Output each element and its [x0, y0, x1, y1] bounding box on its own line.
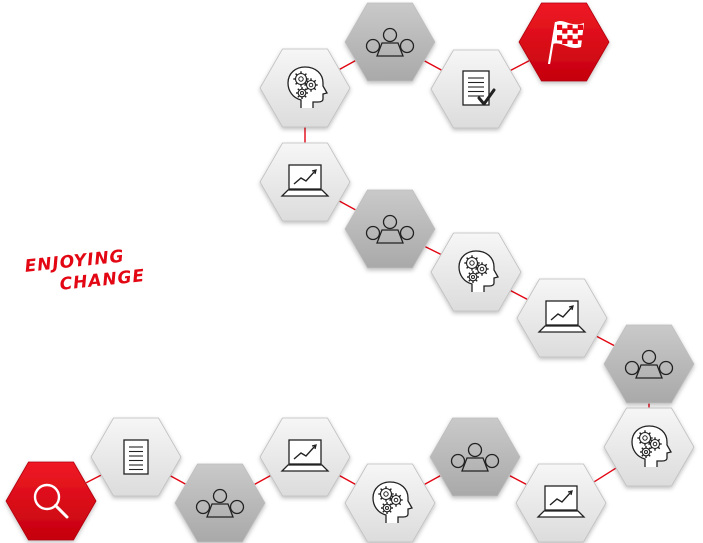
hexagon-tile [5, 461, 97, 541]
connector-line [339, 475, 356, 485]
connector-line [424, 475, 441, 485]
team-meeting-icon [365, 214, 415, 244]
step-tile-team-1 [174, 463, 266, 543]
laptop-growth-icon [280, 164, 330, 197]
step-tile-team-3 [603, 324, 695, 404]
step-tile-finish [518, 2, 610, 82]
connector-line [424, 60, 442, 71]
step-tile-growth-1 [259, 417, 351, 497]
connector-line [170, 475, 186, 485]
laptop-growth-icon [536, 485, 586, 518]
step-tile-growth-4 [259, 142, 351, 222]
document-icon [123, 439, 149, 475]
checkered-flag-icon [547, 21, 584, 65]
team-meeting-icon [365, 27, 415, 57]
connector-line [425, 246, 441, 255]
checklist-icon [462, 70, 496, 106]
connector-line [509, 475, 527, 485]
connector-line [85, 474, 102, 484]
connector-line [254, 475, 271, 485]
step-tile-start [5, 461, 97, 541]
step-tile-mind-1 [344, 463, 436, 543]
laptop-growth-icon [280, 439, 330, 472]
head-gears-icon [458, 250, 499, 292]
step-tile-team-2 [429, 417, 521, 497]
step-tile-team-4 [344, 189, 436, 269]
step-tile-growth-3 [516, 278, 608, 358]
step-tile-checklist [430, 49, 522, 129]
step-tile-mind-4 [259, 48, 351, 128]
connector-line [596, 335, 615, 347]
step-tile-doc-1 [90, 417, 182, 497]
path-tiles [5, 2, 695, 543]
connector-line [510, 60, 530, 71]
head-gears-icon [287, 66, 328, 108]
team-meeting-icon [195, 488, 245, 518]
step-tile-mind-3 [430, 232, 522, 312]
connector-line [339, 200, 356, 211]
connector-line [510, 290, 528, 300]
head-gears-icon [372, 481, 413, 523]
team-meeting-icon [450, 442, 500, 472]
laptop-growth-icon [537, 300, 587, 333]
magnifier-icon [33, 483, 69, 519]
head-gears-icon [631, 425, 672, 467]
step-tile-mind-2 [603, 407, 695, 487]
step-tile-growth-2 [515, 463, 607, 543]
connector-line [339, 60, 356, 70]
path-connectors [85, 60, 650, 485]
step-tile-team-5 [344, 2, 436, 82]
team-meeting-icon [624, 349, 674, 379]
connector-line [594, 467, 616, 483]
